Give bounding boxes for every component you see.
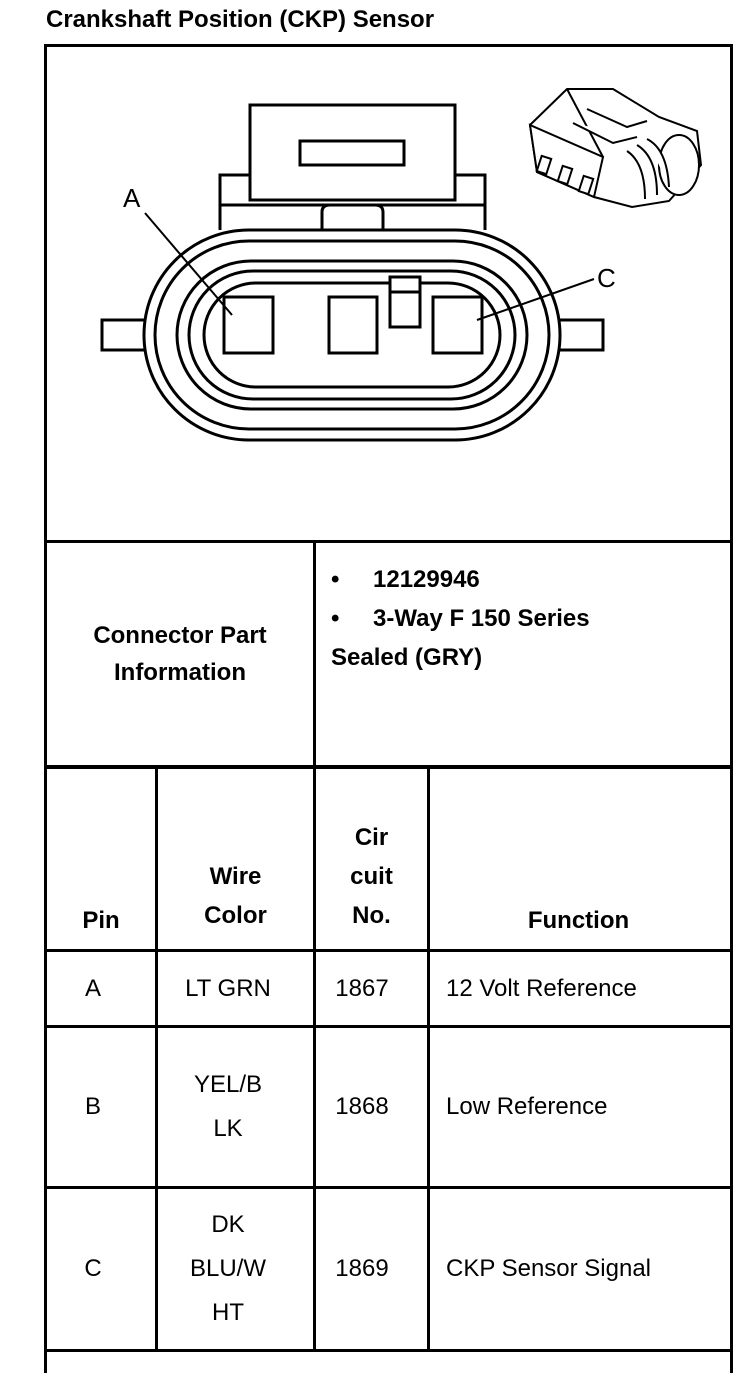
table-row-a-pin: A <box>84 974 101 1002</box>
part-description-line1: 3-Way F 150 Series <box>373 605 590 632</box>
connector-table-frame <box>44 44 733 1373</box>
part-number: 12129946 <box>373 566 480 593</box>
header-function-text: Function <box>527 907 630 934</box>
table-row-b-wire: YEL/B LK <box>158 1028 298 1186</box>
rule-row-c-bottom <box>44 1349 730 1352</box>
row-b-wire-line1: YEL/B <box>193 1071 263 1098</box>
pin-a-callout: A <box>123 183 141 213</box>
header-wire-line1: Wire <box>209 863 262 890</box>
header-wire-color: Wire Color <box>158 769 313 949</box>
part-description-line2: Sealed (GRY) <box>331 644 483 671</box>
rule-row-b-bottom <box>44 1186 730 1189</box>
pin-c-callout: C <box>597 263 616 293</box>
table-row-b-circuit: 1868 <box>335 1093 389 1120</box>
header-pin-text: Pin <box>82 907 120 934</box>
connector-part-label-line1: Connector Part <box>93 622 267 649</box>
row-c-wire-line3: HT <box>211 1299 244 1326</box>
rule-diagram-bottom <box>44 540 730 543</box>
header-circuit-line3: No. <box>352 902 391 929</box>
row-a-wire-line1: LT GRN <box>185 974 271 1002</box>
table-row-b-function: Low Reference <box>446 1093 608 1120</box>
rule-header-bottom <box>44 949 730 952</box>
row-c-wire-line1: DK <box>211 1211 245 1238</box>
header-circuit: Cir cuit No. <box>316 769 427 949</box>
table-row-c-function: CKP Sensor Signal <box>446 1255 652 1282</box>
rule-part-info-bottom <box>44 765 730 769</box>
header-wire-line2: Color <box>204 902 267 929</box>
table-row-a-function: 12 Volt Reference <box>446 974 637 1002</box>
connector-face-diagram: A C <box>100 88 703 442</box>
page-title: Crankshaft Position (CKP) Sensor <box>46 6 435 33</box>
connector-part-label: Connector Part Information <box>47 543 313 765</box>
rule-col-function-left <box>427 765 430 1352</box>
table-row-a-circuit: 1867 <box>335 974 389 1002</box>
table-row-b-pin: B <box>84 1093 101 1120</box>
header-circuit-line1: Cir <box>354 824 389 851</box>
rule-col-circuit-left <box>313 540 316 1352</box>
connector-part-label-line2: Information <box>113 659 246 686</box>
header-pin: Pin <box>47 769 155 949</box>
table-row-c-circuit: 1869 <box>335 1255 389 1282</box>
table-row-c-wire: DK BLU/W HT <box>158 1189 298 1349</box>
rule-row-a-bottom <box>44 1025 730 1028</box>
connector-isometric-icon <box>528 88 703 209</box>
header-function: Function <box>430 769 727 949</box>
header-circuit-line2: cuit <box>350 863 393 890</box>
row-c-wire-line2: BLU/W <box>189 1255 266 1282</box>
connector-part-details: •12129946 •3-Way F 150 Series Sealed (GR… <box>331 560 721 677</box>
table-row-c-pin: C <box>84 1255 102 1282</box>
table-row-a-wire: LT GRN <box>158 952 298 1025</box>
rule-col-wire-left <box>155 765 158 1352</box>
row-b-wire-line2: LK <box>213 1115 243 1142</box>
